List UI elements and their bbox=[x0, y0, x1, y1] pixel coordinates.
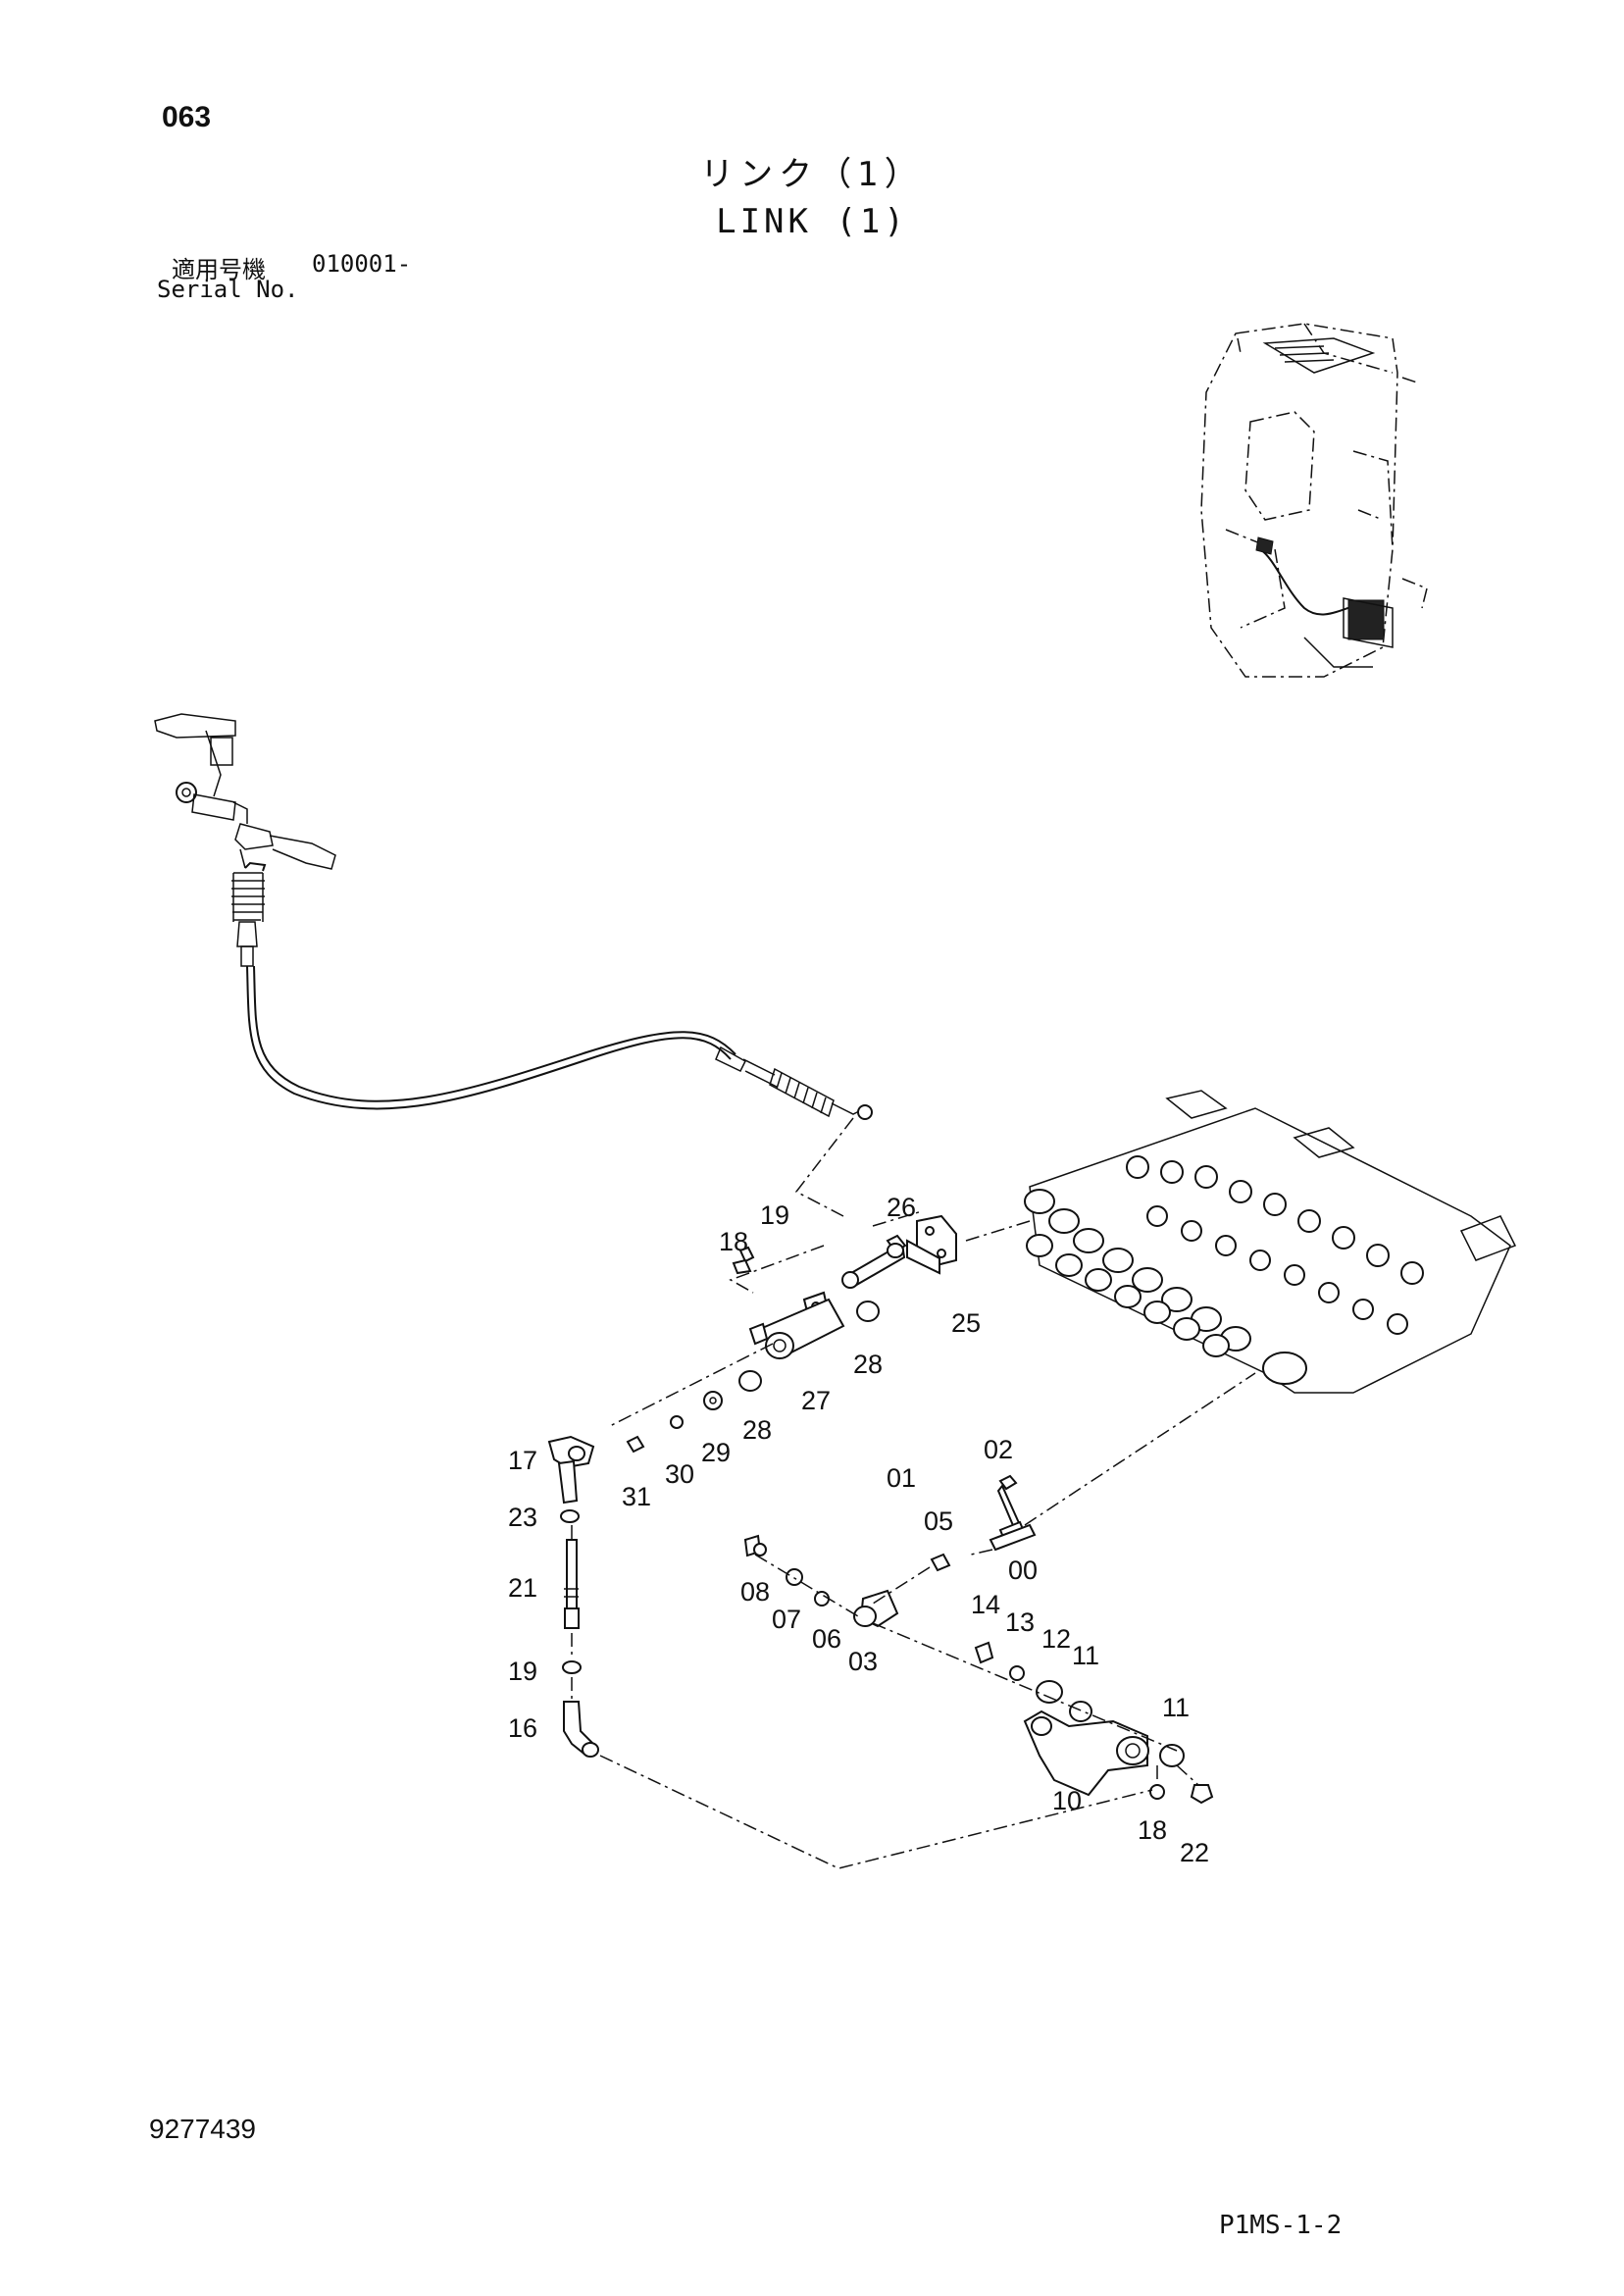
callout-02: 02 bbox=[984, 1435, 1013, 1464]
callout-19: 19 bbox=[508, 1657, 537, 1686]
serial-label-japanese: 適用号機 bbox=[172, 256, 266, 283]
callout-25: 25 bbox=[951, 1308, 981, 1338]
callout-30: 30 bbox=[665, 1459, 694, 1489]
callout-03: 03 bbox=[848, 1647, 878, 1676]
page-title-japanese: リンク（1） bbox=[700, 155, 924, 194]
leader-lines bbox=[571, 1117, 1256, 1869]
page-number: 063 bbox=[162, 101, 212, 133]
callout-28: 28 bbox=[853, 1350, 883, 1379]
link-parts bbox=[547, 1214, 1214, 1805]
callout-19: 19 bbox=[760, 1200, 789, 1230]
callout-16: 16 bbox=[508, 1713, 537, 1743]
callout-10: 10 bbox=[1052, 1786, 1082, 1815]
cab-overview-illustration bbox=[1200, 323, 1428, 678]
callout-00: 00 bbox=[1008, 1556, 1038, 1585]
callout-18: 18 bbox=[1138, 1815, 1167, 1845]
sheet-code: P1MS-1-2 bbox=[1219, 2211, 1343, 2240]
callout-23: 23 bbox=[508, 1503, 537, 1532]
control-valve-illustration bbox=[1024, 1090, 1517, 1394]
callout-28: 28 bbox=[742, 1415, 772, 1445]
callout-08: 08 bbox=[740, 1577, 770, 1607]
page-title-english: LINK (1) bbox=[716, 202, 908, 241]
callout-17: 17 bbox=[508, 1446, 537, 1475]
callout-07: 07 bbox=[772, 1605, 801, 1634]
callout-14: 14 bbox=[971, 1590, 1000, 1619]
callout-13: 13 bbox=[1005, 1607, 1035, 1637]
callout-12: 12 bbox=[1041, 1624, 1071, 1654]
callout-05: 05 bbox=[924, 1506, 953, 1536]
document-number: 9277439 bbox=[149, 2114, 257, 2144]
serial-label-english: Serial No. bbox=[157, 276, 299, 303]
callout-27: 27 bbox=[801, 1386, 831, 1415]
serial-number-value: 010001- bbox=[312, 250, 412, 278]
callout-22: 22 bbox=[1180, 1838, 1209, 1867]
callout-31: 31 bbox=[622, 1482, 651, 1511]
callout-11: 11 bbox=[1072, 1641, 1099, 1670]
callout-26: 26 bbox=[887, 1193, 916, 1222]
callout-labels: 19 18 26 25 28 27 28 29 30 31 17 23 21 1… bbox=[508, 1193, 1209, 1867]
callout-21: 21 bbox=[508, 1573, 537, 1603]
callout-18: 18 bbox=[719, 1227, 748, 1256]
callout-01: 01 bbox=[887, 1463, 916, 1493]
control-lever-cable-assembly bbox=[154, 713, 873, 1120]
callout-06: 06 bbox=[812, 1624, 841, 1654]
callout-29: 29 bbox=[701, 1438, 731, 1467]
callout-11: 11 bbox=[1162, 1693, 1190, 1722]
